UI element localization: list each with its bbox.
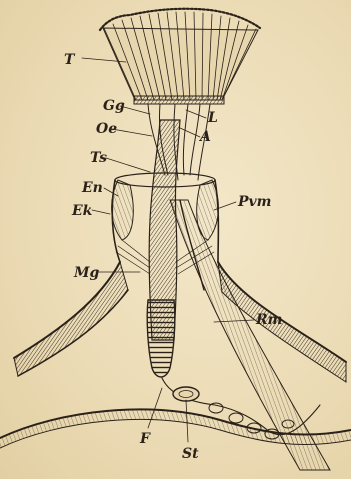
label-En: En (81, 180, 103, 196)
label-Mg: Mg (73, 265, 99, 281)
label-St: St (182, 446, 199, 462)
tentacle-crown (100, 9, 260, 104)
label-T: T (64, 52, 76, 68)
label-Oe: Oe (96, 121, 117, 137)
label-Gg: Gg (103, 98, 125, 114)
label-Ek: Ek (71, 203, 93, 219)
label-F: F (139, 431, 151, 447)
label-L: L (207, 110, 218, 126)
label-Rm: Rm (255, 312, 282, 328)
label-Pvm: Pvm (237, 194, 271, 210)
label-Ts: Ts (90, 150, 107, 166)
label-A: A (198, 129, 211, 145)
